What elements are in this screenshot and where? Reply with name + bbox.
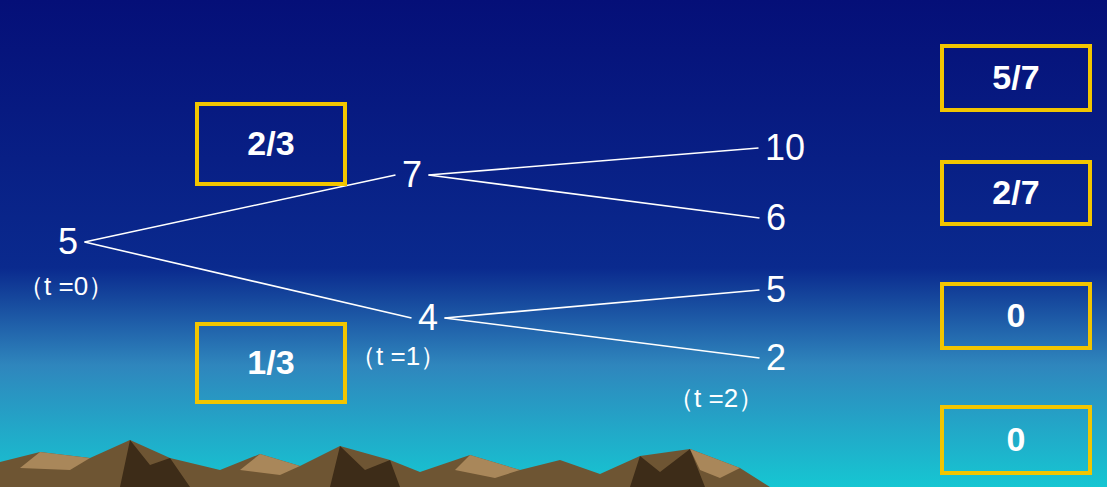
- probability-box: 1/3: [195, 322, 347, 404]
- price-node: 10: [761, 127, 810, 169]
- price-value: 2: [766, 337, 786, 378]
- probability-value: 0: [1007, 296, 1026, 335]
- probability-box: 2/7: [940, 160, 1092, 226]
- probability-value: 1/3: [247, 343, 294, 382]
- price-value: 5: [58, 221, 78, 262]
- probability-box: 5/7: [940, 44, 1092, 112]
- price-node: 5: [54, 221, 83, 263]
- time-label: （t =2）: [668, 384, 764, 414]
- price-value: 5: [766, 269, 786, 310]
- tree-branch: [445, 290, 760, 318]
- time-label: （t =0）: [18, 272, 114, 302]
- probability-box: 2/3: [195, 102, 347, 186]
- price-node: 2: [762, 337, 791, 379]
- probability-value: 2/3: [247, 124, 294, 163]
- probability-value: 2/7: [992, 173, 1039, 212]
- price-node: 5: [762, 269, 791, 311]
- probability-box: 0: [940, 282, 1092, 350]
- price-value: 6: [766, 197, 786, 238]
- price-value: 7: [402, 154, 422, 195]
- probability-box: 0: [940, 405, 1092, 475]
- probability-value: 5/7: [992, 58, 1039, 97]
- tree-branch: [85, 242, 412, 318]
- price-value: 10: [765, 127, 805, 168]
- mountains: [0, 440, 770, 487]
- probability-value: 0: [1007, 420, 1026, 459]
- time-label: （t =1）: [350, 342, 446, 372]
- price-node: 7: [398, 154, 427, 196]
- tree-branch: [429, 148, 759, 175]
- tree-branch: [445, 318, 760, 358]
- tree-branch: [429, 175, 760, 218]
- price-node: 4: [414, 297, 443, 339]
- price-node: 6: [762, 197, 791, 239]
- price-value: 4: [418, 297, 438, 338]
